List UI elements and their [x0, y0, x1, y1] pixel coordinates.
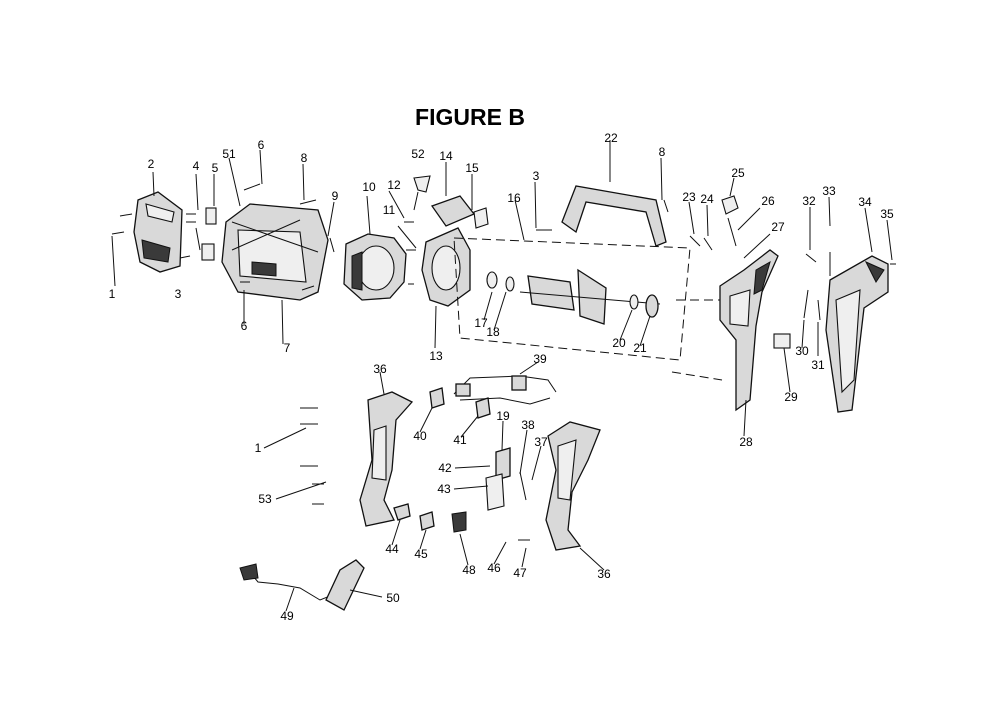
callout: 19 — [496, 409, 510, 423]
callout: 6 — [258, 138, 265, 152]
callout: 11 — [383, 203, 396, 217]
callout: 46 — [487, 561, 501, 575]
callout: 23 — [682, 190, 696, 204]
callout: 32 — [802, 194, 816, 208]
callout: 13 — [429, 349, 443, 363]
figure-title: FIGURE B — [415, 104, 525, 130]
callout: 35 — [880, 207, 894, 221]
callout: 25 — [731, 166, 745, 180]
callout: 4 — [193, 159, 200, 173]
callout: 1 — [109, 287, 116, 301]
callout: 49 — [280, 609, 294, 623]
switch-parts — [300, 387, 530, 541]
callout: 12 — [387, 178, 401, 192]
callout: 41 — [453, 433, 467, 447]
part-36-handle-half-right — [545, 421, 601, 551]
callout: 42 — [438, 461, 452, 475]
callout: 37 — [534, 435, 548, 449]
callout: 31 — [811, 358, 825, 372]
callout: 47 — [513, 566, 527, 580]
callout: 29 — [784, 390, 798, 404]
callout: 10 — [362, 180, 376, 194]
part-7-motor-housing — [221, 203, 329, 301]
callout: 53 — [258, 492, 272, 506]
callout: 5 — [212, 161, 219, 175]
callout: 22 — [604, 131, 618, 145]
part-13-baffle — [421, 227, 471, 307]
callout: 45 — [414, 547, 428, 561]
callout: 15 — [465, 161, 479, 175]
armature-assembly-16 — [453, 237, 691, 361]
right-small-parts — [671, 195, 896, 381]
callout: 24 — [700, 192, 714, 206]
callout: 30 — [795, 344, 809, 358]
part-2-front-cap — [133, 191, 183, 273]
part-34-blade-guard — [825, 255, 889, 413]
callout: 3 — [175, 287, 182, 301]
part-10-stator — [343, 233, 407, 301]
callout: 50 — [386, 591, 400, 605]
callout: 39 — [533, 352, 547, 366]
callout: 20 — [612, 336, 626, 350]
callout: 28 — [739, 435, 753, 449]
part-39-wiring — [453, 375, 557, 405]
callout: 7 — [284, 341, 291, 355]
callout: 43 — [437, 482, 451, 496]
callout: 9 — [332, 189, 339, 203]
callout: 14 — [439, 149, 453, 163]
part-49-50-power-cord — [239, 559, 365, 611]
callout: 34 — [858, 195, 872, 209]
part-22-handle — [536, 185, 669, 247]
callout: 1 — [255, 441, 262, 455]
callout: 48 — [462, 563, 476, 577]
callout: 6 — [241, 319, 248, 333]
small-fasteners-left — [111, 183, 417, 291]
callout: 21 — [633, 341, 647, 355]
callout: 17 — [474, 316, 488, 330]
callout: 38 — [521, 418, 535, 432]
callout: 27 — [771, 220, 785, 234]
callout: 8 — [659, 145, 666, 159]
callout: 36 — [373, 362, 387, 376]
callout: 51 — [222, 147, 236, 161]
callout: 3 — [533, 169, 540, 183]
callout: 16 — [507, 191, 521, 205]
callout: 26 — [761, 194, 775, 208]
callout-labels: 1 2 3 4 5 51 6 8 9 7 10 11 12 52 14 15 1… — [109, 131, 894, 623]
callout: 40 — [413, 429, 427, 443]
callout: 8 — [301, 151, 308, 165]
callout: 33 — [822, 184, 836, 198]
callout: 36 — [597, 567, 611, 581]
part-14-brush-holder — [413, 175, 489, 229]
part-28-gear-housing — [719, 249, 779, 412]
leader-lines — [111, 140, 893, 612]
part-36-handle-half-left — [359, 391, 414, 527]
callout: 18 — [486, 325, 500, 339]
callout: 2 — [148, 157, 155, 171]
callout: 52 — [411, 147, 425, 161]
callout: 44 — [385, 542, 399, 556]
